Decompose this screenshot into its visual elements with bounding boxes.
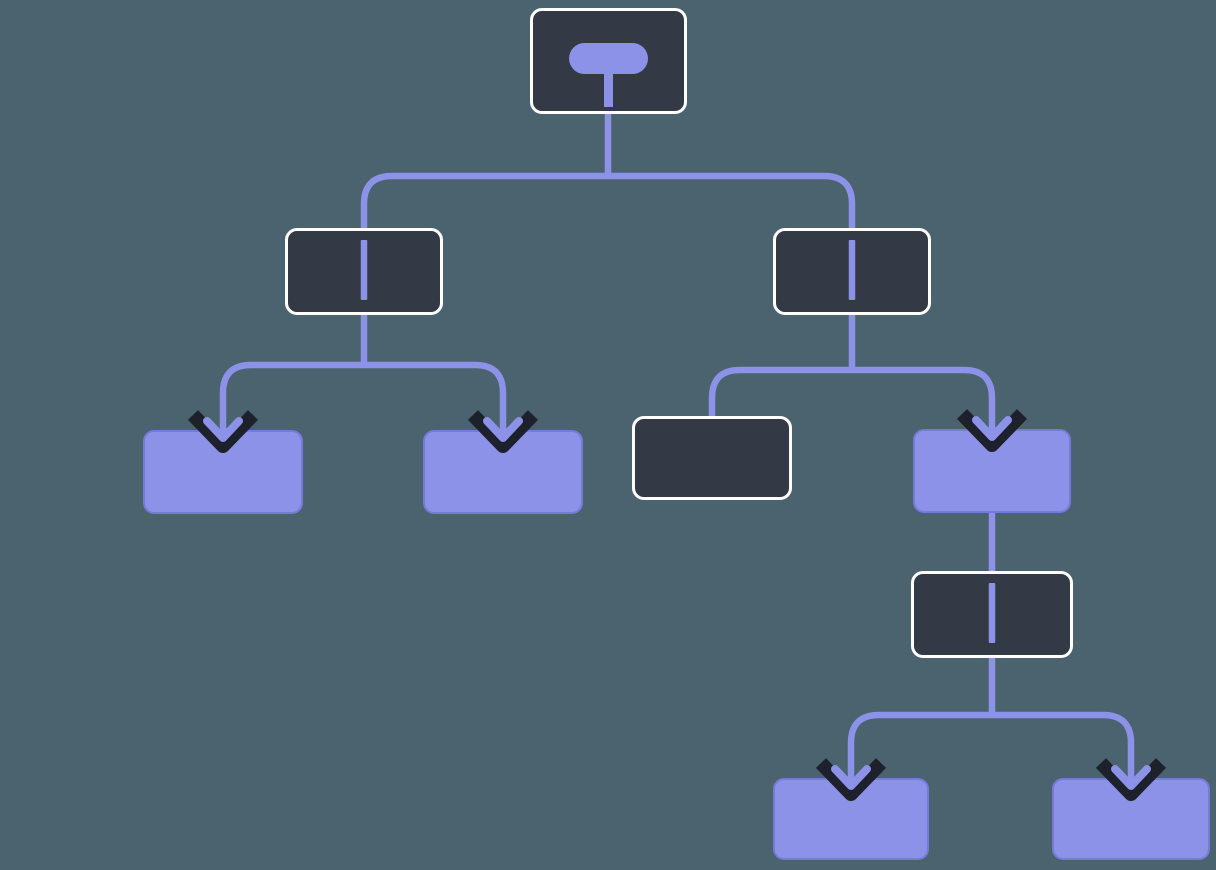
node-leaf-collapsed-4[interactable] — [1052, 778, 1210, 860]
node-collapsed-mid[interactable] — [913, 429, 1071, 513]
edge-branch-lower-to-leaves — [847, 658, 1135, 782]
node-root[interactable] — [530, 8, 687, 114]
edge-branch-left-to-leaves — [219, 315, 507, 434]
node-leaf-collapsed-3[interactable] — [773, 778, 929, 860]
node-leaf-dark[interactable] — [632, 416, 792, 500]
node-branch-left[interactable] — [285, 228, 443, 315]
edge-root-to-branches — [360, 114, 856, 228]
node-branch-lower[interactable] — [911, 571, 1073, 658]
node-leaf-collapsed-2[interactable] — [423, 430, 583, 514]
node-leaf-collapsed-1[interactable] — [143, 430, 303, 514]
node-branch-right[interactable] — [773, 228, 931, 315]
